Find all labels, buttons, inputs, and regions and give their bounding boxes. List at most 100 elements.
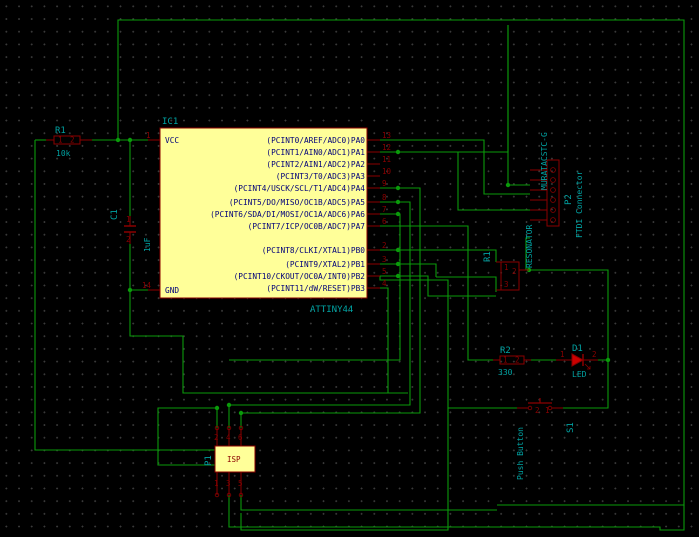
p2-alt-value: MURATACSTC-G <box>540 132 549 190</box>
r1-resistor: R1 10k 1 2 <box>46 126 92 158</box>
wire-isp-gnd <box>240 495 497 511</box>
ic1-pin-name-6: (PCINT7/ICP/OC0B/ADC7)PA7 <box>248 222 366 231</box>
r1-ref: R1 <box>55 126 66 136</box>
s1-pin2: 2 <box>535 406 540 415</box>
junction-isp3 <box>226 402 232 408</box>
s1-push-button: 2 1 S1 Push Button <box>516 398 576 480</box>
wire-pa5 <box>229 201 411 406</box>
p1-isp-header: 2 4 6 1 3 5 ISP P1 <box>204 425 256 498</box>
p2-body <box>546 159 560 227</box>
wire-isp-vcc <box>157 407 217 466</box>
p2-pin-socket-2 <box>550 177 556 183</box>
p1-value: ISP <box>227 455 241 464</box>
p1-pin-num-6: 6 <box>238 433 243 442</box>
wire-pa0 <box>380 139 530 195</box>
wire-pa1-b <box>398 151 530 211</box>
ic1-pin-num-11: 11 <box>382 155 391 164</box>
wire-pa7 <box>380 225 493 361</box>
c1-pin1: 1 <box>126 215 131 224</box>
c1-value: 1uF <box>143 237 152 252</box>
wire-gnd-run <box>129 290 408 394</box>
resonator-ref: R1 <box>483 251 493 262</box>
wire-pb1-b <box>436 276 497 292</box>
ic1-pin-num-3: 3 <box>382 255 387 264</box>
resonator-pin2: 2 <box>512 267 517 276</box>
junction-vcc <box>115 137 121 143</box>
ic1-pin-name-9: (PCINT4/USCK/SCL/T1/ADC4)PA4 <box>234 184 366 193</box>
junction-pb2 <box>395 273 401 279</box>
c1-pin2: 2 <box>126 235 131 244</box>
ic1-ref: IC1 <box>162 117 178 127</box>
p2-ref: P2 <box>564 194 574 205</box>
d1-value: LED <box>572 370 587 379</box>
wire-res-ftdi <box>525 237 530 270</box>
ic1-pin-num-7: 7 <box>382 205 387 214</box>
p1-pin-num-5: 5 <box>238 479 243 488</box>
wire-pb3 <box>380 287 389 393</box>
junction-pa4 <box>395 185 401 191</box>
junctions <box>115 137 611 416</box>
r2-pin1: 1 <box>503 356 508 365</box>
wire-pb2 <box>380 275 496 297</box>
ic1-right-pins: 13(PCINT0/AREF/ADC0)PA012(PCINT1/AIN0/AD… <box>210 131 391 293</box>
junction-isp1 <box>214 405 220 411</box>
ic1-pin-num-12: 12 <box>382 143 391 152</box>
r2-ref: R2 <box>500 346 511 356</box>
p1-pin-num-2: 2 <box>214 433 219 442</box>
ic1-attiny44: IC1 ATTINY44 1 14 VCC GND 13(PCINT0/AREF… <box>142 117 392 315</box>
junction-gnd <box>127 287 133 293</box>
wire-isp-bottom <box>228 495 685 531</box>
ic1-pin-num-1: 1 <box>146 131 151 140</box>
p2-pin-socket-3 <box>550 187 556 193</box>
ic1-pin-name-2: (PCINT8/CLKI/XTAL1)PB0 <box>262 246 366 255</box>
c1-ref: C1 <box>110 209 120 220</box>
s1-contact-right <box>547 405 553 411</box>
ic1-body <box>159 127 368 299</box>
p1-pin-num-3: 3 <box>226 479 231 488</box>
ic1-pin-num-5: 5 <box>382 267 387 276</box>
ic1-pin-num-9: 9 <box>382 179 387 188</box>
wire-isp-reset <box>240 408 449 531</box>
junction-c1 <box>127 137 133 143</box>
wire-pa6 <box>229 213 401 361</box>
junction-pb0 <box>395 247 401 253</box>
wire-pb1 <box>380 263 437 277</box>
ic1-pin-num-8: 8 <box>382 193 387 202</box>
ic1-pin-name-5: (PCINT10/CKOUT/OC0A/INT0)PB2 <box>234 272 366 281</box>
ic1-pin-num-14: 14 <box>142 281 152 290</box>
c1-capacitor: C1 1uF 1 2 <box>110 209 152 252</box>
r2-pin2: 2 <box>515 356 520 365</box>
d1-pin1: 1 <box>560 350 565 359</box>
wire-pb0 <box>380 249 497 262</box>
ic1-pin-name-gnd: GND <box>165 286 179 295</box>
p1-pinend-2 <box>214 425 220 431</box>
p1-ref: P1 <box>204 455 214 466</box>
wire-pa1 <box>380 25 509 153</box>
p1-pinend-4 <box>226 425 232 431</box>
wire-top-bus <box>117 19 685 506</box>
resonator-pin1: 1 <box>504 263 509 272</box>
ic1-pin-num-13: 13 <box>382 131 391 140</box>
ic1-pin-name-13: (PCINT0/AREF/ADC0)PA0 <box>266 136 365 145</box>
d1-pin2: 2 <box>592 350 597 359</box>
s1-value: Push Button <box>516 427 525 480</box>
d1-triangle <box>571 353 585 367</box>
s1-contact-left <box>527 405 533 411</box>
wire-res-gnd <box>529 269 609 360</box>
resonator-pin3: 3 <box>504 280 509 289</box>
s1-pin1: 1 <box>545 406 550 415</box>
p2-pin-socket-4 <box>550 197 556 203</box>
ic1-pin-name-8: (PCINT5/DO/MISO/OC1B/ADC5)PA5 <box>229 198 365 207</box>
r1-pin2: 2 <box>70 136 75 145</box>
p1-pinend-3 <box>226 492 232 498</box>
d1-arrow <box>584 363 591 370</box>
junction-ftdi <box>505 182 511 188</box>
d1-ref: D1 <box>572 344 583 354</box>
wire-led-gnd <box>563 359 609 409</box>
r1-pin1: 1 <box>58 136 63 145</box>
p2-value: FTDI Connector <box>575 170 584 238</box>
p1-pin-num-1: 1 <box>214 479 219 488</box>
junction-pa5 <box>395 199 401 205</box>
p1-pin-num-4: 4 <box>226 433 231 442</box>
